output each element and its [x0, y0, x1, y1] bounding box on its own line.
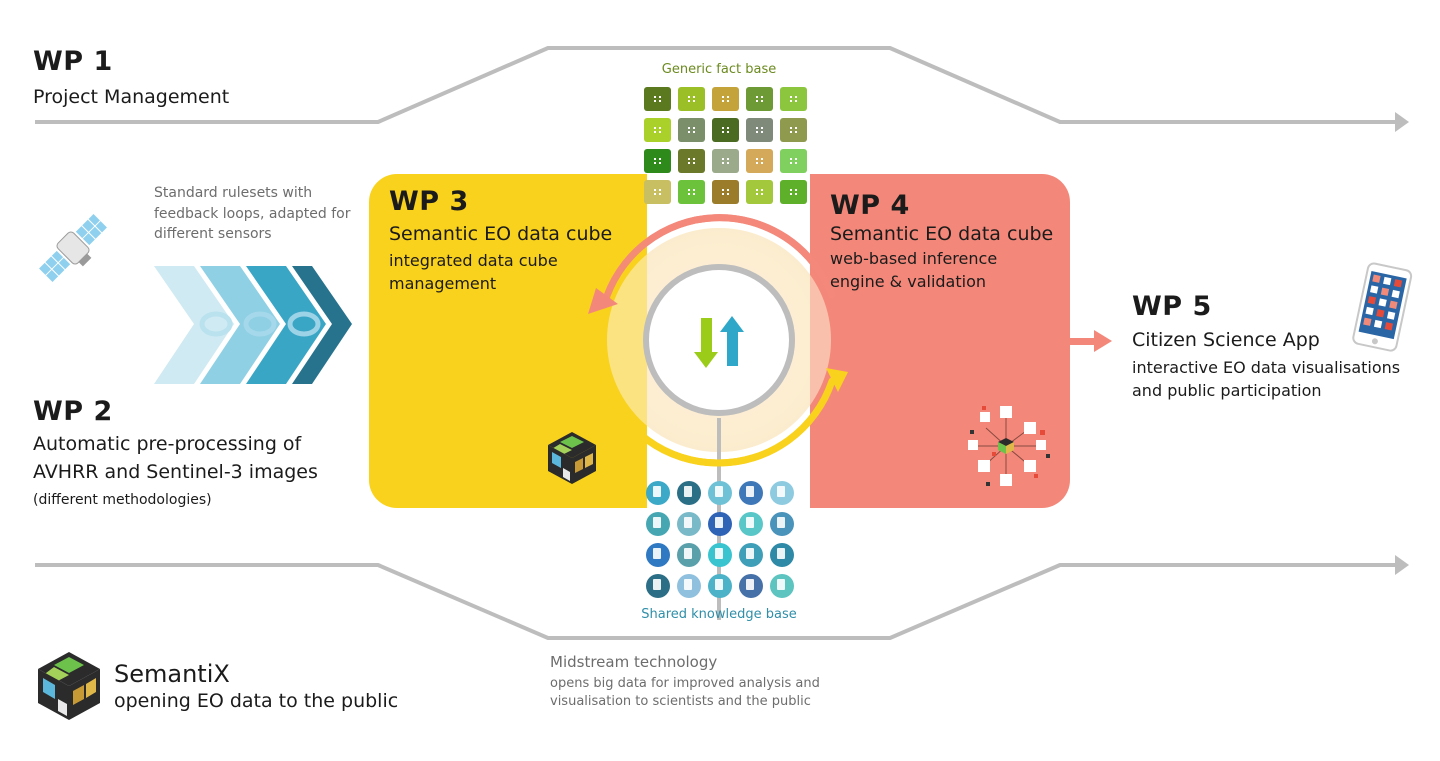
wp2-label: WP 2	[33, 396, 113, 427]
document-icon	[677, 512, 701, 536]
fact-tile	[780, 149, 807, 173]
document-icon	[739, 481, 763, 505]
document-icon	[770, 574, 794, 598]
bottom-path-arrowhead	[1395, 555, 1409, 575]
document-icon	[677, 543, 701, 567]
wp5-arrowhead	[1094, 330, 1112, 352]
fact-tile	[644, 118, 671, 142]
bottom-workflow-path	[35, 563, 1400, 640]
document-icon	[677, 481, 701, 505]
fact-tile	[644, 87, 671, 111]
fact-tile	[746, 118, 773, 142]
wp1-title: Project Management	[33, 86, 230, 108]
knowledge-base-label: Shared knowledge base	[641, 607, 797, 622]
midstream-title: Midstream technology	[550, 653, 718, 671]
fact-tile	[678, 180, 705, 204]
document-icon	[708, 574, 732, 598]
smartphone-icon	[1352, 262, 1413, 352]
fact-tile	[712, 149, 739, 173]
knowledge-base-grid	[646, 481, 794, 598]
wp2-note: (different methodologies)	[33, 492, 212, 508]
document-icon	[646, 543, 670, 567]
document-icon	[770, 543, 794, 567]
midstream-line-1: opens big data for improved analysis and	[550, 676, 820, 691]
midstream-line-2: visualisation to scientists and the publ…	[550, 694, 811, 709]
fact-tile	[644, 149, 671, 173]
brand-tagline: opening EO data to the public	[114, 690, 399, 712]
wp4-subtitle-2: engine & validation	[830, 272, 986, 291]
wp5-subtitle-2: and public participation	[1132, 381, 1322, 400]
fact-tile	[712, 87, 739, 111]
document-icon	[770, 481, 794, 505]
fact-tile	[644, 180, 671, 204]
document-icon	[708, 512, 732, 536]
wp2-line-2: AVHRR and Sentinel-3 images	[33, 461, 318, 483]
semantix-logo-icon	[38, 652, 100, 720]
top-workflow-path	[35, 46, 1400, 124]
center-circle	[643, 264, 795, 416]
network-icon	[968, 406, 1050, 486]
rulesets-line-2: feedback loops, adapted for	[154, 206, 351, 222]
fact-tile	[678, 149, 705, 173]
wp3-subtitle-2: management	[389, 274, 497, 293]
wp3-label: WP 3	[389, 186, 469, 217]
wp4-panel	[810, 174, 1070, 508]
document-icon	[739, 574, 763, 598]
rulesets-line-3: different sensors	[154, 226, 272, 242]
document-icon	[646, 481, 670, 505]
top-path-arrowhead	[1395, 112, 1409, 132]
wp5-label: WP 5	[1132, 291, 1212, 322]
fact-tile	[746, 180, 773, 204]
fact-tile	[678, 118, 705, 142]
wp1-label: WP 1	[33, 46, 113, 77]
fact-tile	[746, 149, 773, 173]
wp5-title: Citizen Science App	[1132, 329, 1320, 351]
document-icon	[708, 481, 732, 505]
document-icon	[646, 574, 670, 598]
rulesets-line-1: Standard rulesets with	[154, 185, 313, 201]
document-icon	[739, 512, 763, 536]
wp4-label: WP 4	[830, 190, 910, 221]
document-icon	[677, 574, 701, 598]
fact-base-grid	[644, 87, 807, 204]
fact-tile	[712, 118, 739, 142]
fact-tile	[780, 180, 807, 204]
wp5-subtitle-1: interactive EO data visualisations	[1132, 358, 1401, 377]
wp4-title: Semantic EO data cube	[830, 223, 1054, 245]
satellite-icon	[37, 212, 109, 284]
fact-tile	[678, 87, 705, 111]
fact-tile	[780, 87, 807, 111]
data-cube-icon	[548, 432, 596, 484]
document-icon	[708, 543, 732, 567]
chevron-arrows-icon	[154, 266, 352, 384]
fact-base-label: Generic fact base	[661, 62, 777, 77]
wp3-title: Semantic EO data cube	[389, 223, 613, 245]
wp3-subtitle-1: integrated data cube	[389, 251, 558, 270]
fact-tile	[712, 180, 739, 204]
fact-tile	[780, 118, 807, 142]
document-icon	[770, 512, 794, 536]
document-icon	[739, 543, 763, 567]
wp4-subtitle-1: web-based inference	[830, 249, 998, 268]
wp5-arrow-shaft	[1070, 338, 1098, 345]
wp2-line-1: Automatic pre-processing of	[33, 433, 302, 455]
fact-tile	[746, 87, 773, 111]
document-icon	[646, 512, 670, 536]
brand-name: SemantiX	[114, 660, 230, 688]
